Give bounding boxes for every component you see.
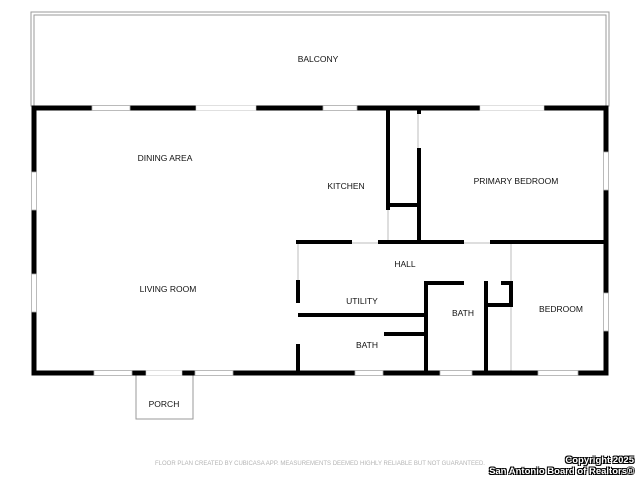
window-top-3 — [322, 105, 358, 111]
window-bottom-2 — [194, 370, 234, 376]
window-right-2 — [603, 292, 609, 332]
room-label-utility: UTILITY — [346, 296, 378, 306]
window-left-1 — [31, 171, 37, 211]
window-bottom-3 — [354, 370, 384, 376]
room-label-porch: PORCH — [149, 399, 180, 409]
window-bottom-5 — [537, 370, 579, 376]
room-label-living-room: LIVING ROOM — [140, 284, 197, 294]
room-label-bedroom: BEDROOM — [539, 304, 583, 314]
window-bottom-4 — [439, 370, 473, 376]
windows — [31, 105, 609, 376]
copyright-line-2: San Antonio Board of Realtors® — [489, 466, 634, 477]
room-label-primary-bedroom: PRIMARY BEDROOM — [474, 176, 559, 186]
copyright-line-1: Copyright 2025 — [565, 455, 634, 466]
room-label-kitchen: KITCHEN — [327, 181, 364, 191]
window-top-4 — [479, 105, 545, 111]
room-label-bath-2: BATH — [452, 308, 474, 318]
light-partitions — [297, 112, 512, 372]
room-label-bath-1: BATH — [356, 340, 378, 350]
porch-door-gap — [145, 370, 183, 376]
window-top-2 — [195, 105, 257, 111]
room-label-dining-area: DINING AREA — [138, 153, 193, 163]
interior-walls — [296, 108, 606, 373]
room-label-balcony: BALCONY — [298, 54, 339, 64]
copyright-watermark: Copyright 2025 San Antonio Board of Real… — [489, 455, 634, 477]
floor-plan-disclaimer: FLOOR PLAN CREATED BY CUBICASA APP. MEAS… — [155, 461, 485, 467]
window-right-1 — [603, 151, 609, 191]
window-bottom-1 — [93, 370, 133, 376]
porch-outline — [135, 374, 194, 420]
window-top-1 — [91, 105, 131, 111]
window-left-2 — [31, 273, 37, 313]
room-label-hall: HALL — [394, 259, 416, 269]
